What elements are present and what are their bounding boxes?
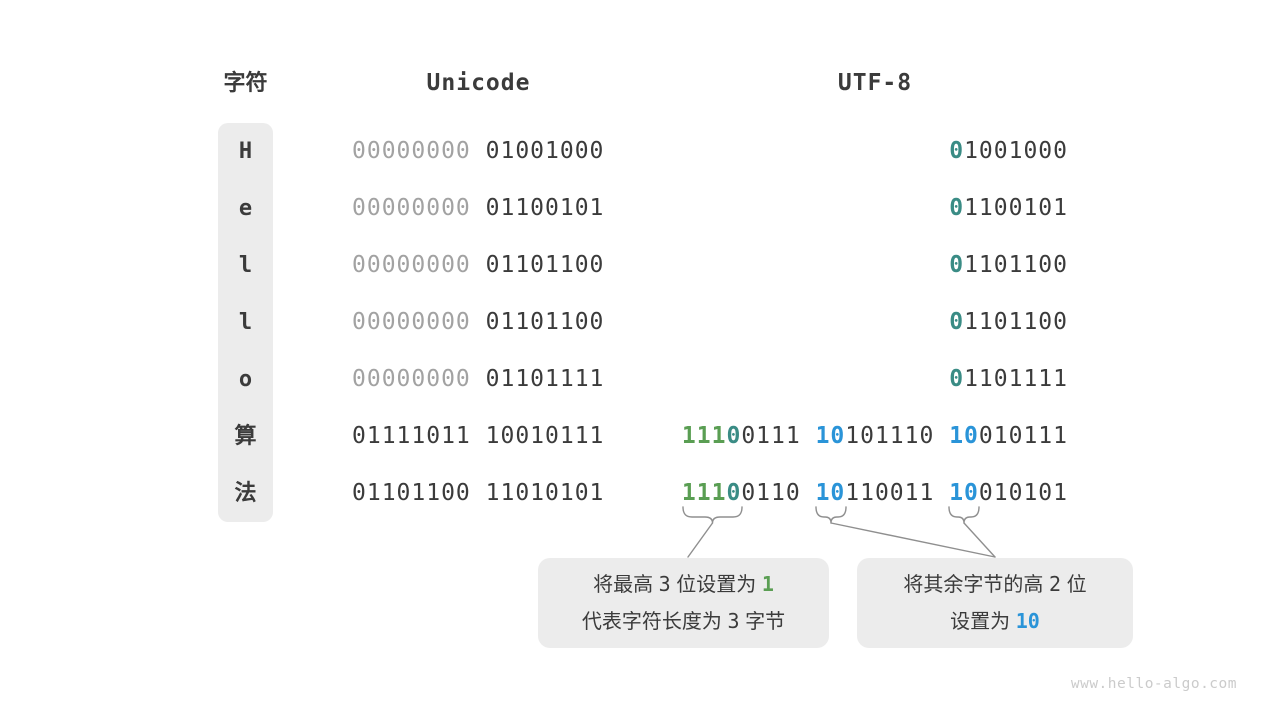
callout-text: 将最高 xyxy=(593,574,659,596)
binary-segment-dark: 01101100 xyxy=(470,252,605,278)
character-cell: l xyxy=(238,310,253,335)
binary-segment-blue: 10 xyxy=(815,423,846,449)
binary-segment-green: 111 xyxy=(681,480,727,506)
callout-line: 代表字符长度为 3 字节 xyxy=(538,603,829,640)
callout-text: 位设置为 xyxy=(670,574,762,596)
binary-segment-dark: 01100101 xyxy=(470,195,605,221)
connector-line-to-callout-1 xyxy=(687,522,714,558)
callout-highlight-num: 3 xyxy=(727,609,740,633)
utf8-binary: 01101100 xyxy=(949,294,1068,351)
binary-segment-gray: 00000000 xyxy=(352,366,471,392)
character-cell: 法 xyxy=(234,481,257,506)
column-header-unicode: Unicode xyxy=(426,70,531,96)
character-cell: l xyxy=(238,253,253,278)
callout-highlight-green: 1 xyxy=(761,572,774,596)
binary-segment-gray: 00000000 xyxy=(352,309,471,335)
binary-segment-dark: 1101100 xyxy=(964,252,1068,278)
watermark: www.hello-algo.com xyxy=(1070,676,1237,692)
unicode-binary: 00000000 01100101 xyxy=(352,180,604,237)
callout-highlight-blue: 10 xyxy=(1015,609,1040,633)
callout-line: 将最高 3 位设置为 1 xyxy=(538,566,829,603)
character-cell: o xyxy=(238,367,253,392)
callout-highlight-num: 3 xyxy=(658,572,671,596)
utf8-binary: 01101100 xyxy=(949,237,1068,294)
unicode-binary: 00000000 01101111 xyxy=(352,351,604,408)
binary-segment-dark: 010111 xyxy=(978,423,1068,449)
binary-segment-gray: 00000000 xyxy=(352,195,471,221)
binary-segment-dark: 010101 xyxy=(978,480,1068,506)
callout-continuation-bits: 将其余字节的高 2 位设置为 10 xyxy=(857,558,1133,648)
column-header-character: 字符 xyxy=(223,70,268,95)
binary-segment-green: 111 xyxy=(681,423,727,449)
column-header-utf8: UTF-8 xyxy=(837,70,913,96)
binary-segment-dark: 01111011 10010111 xyxy=(352,423,605,449)
character-cell: e xyxy=(238,196,253,221)
binary-segment-teal: 0 xyxy=(949,252,965,278)
callout-line: 将其余字节的高 2 位 xyxy=(857,566,1133,603)
binary-segment-dark: 110011 xyxy=(845,480,950,506)
binary-segment-teal: 0 xyxy=(726,423,742,449)
binary-segment-dark: 1101100 xyxy=(964,309,1068,335)
binary-segment-dark: 0111 xyxy=(741,423,816,449)
callout-line: 设置为 10 xyxy=(857,603,1133,640)
binary-segment-gray: 00000000 xyxy=(352,252,471,278)
callout-text: 代表字符长度为 xyxy=(581,611,728,633)
binary-segment-teal: 0 xyxy=(949,366,965,392)
utf8-binary: 11100111 10101110 10010111 xyxy=(682,408,1068,465)
binary-segment-dark: 01101111 xyxy=(470,366,605,392)
binary-segment-gray: 00000000 xyxy=(352,138,471,164)
connector-line-byte3-to-callout-2 xyxy=(963,522,996,558)
binary-segment-dark: 1100101 xyxy=(964,195,1068,221)
binary-segment-teal: 0 xyxy=(949,138,965,164)
utf8-binary: 01001000 xyxy=(949,123,1068,180)
binary-segment-teal: 0 xyxy=(726,480,742,506)
callout-text: 将其余字节的高 xyxy=(903,574,1049,596)
character-cell: 算 xyxy=(234,424,257,449)
binary-segment-dark: 01101100 xyxy=(470,309,605,335)
binary-segment-dark: 1001000 xyxy=(964,138,1068,164)
binary-segment-dark: 01101100 11010101 xyxy=(352,480,605,506)
utf8-binary: 01100101 xyxy=(949,180,1068,237)
unicode-binary: 00000000 01001000 xyxy=(352,123,604,180)
character-cell: H xyxy=(238,139,253,164)
unicode-binary: 01101100 11010101 xyxy=(352,465,604,522)
connector-line-byte2-to-callout-2 xyxy=(830,522,996,558)
callout-text: 设置为 xyxy=(950,611,1016,633)
binary-segment-blue: 10 xyxy=(815,480,846,506)
utf8-binary: 01101111 xyxy=(949,351,1068,408)
callout-text: 字节 xyxy=(739,611,786,633)
binary-segment-dark: 101110 xyxy=(845,423,950,449)
callout-highlight-num: 2 xyxy=(1048,572,1062,596)
callout-text: 位 xyxy=(1061,574,1087,596)
unicode-binary: 00000000 01101100 xyxy=(352,237,604,294)
binary-segment-blue: 10 xyxy=(949,480,979,506)
unicode-binary: 00000000 01101100 xyxy=(352,294,604,351)
binary-segment-teal: 0 xyxy=(949,195,965,221)
binary-segment-dark: 01001000 xyxy=(470,138,605,164)
unicode-binary: 01111011 10010111 xyxy=(352,408,604,465)
binary-segment-blue: 10 xyxy=(949,423,979,449)
utf8-binary: 11100110 10110011 10010101 xyxy=(682,465,1068,522)
binary-segment-dark: 1101111 xyxy=(964,366,1068,392)
binary-segment-teal: 0 xyxy=(949,309,965,335)
binary-segment-dark: 0110 xyxy=(741,480,816,506)
